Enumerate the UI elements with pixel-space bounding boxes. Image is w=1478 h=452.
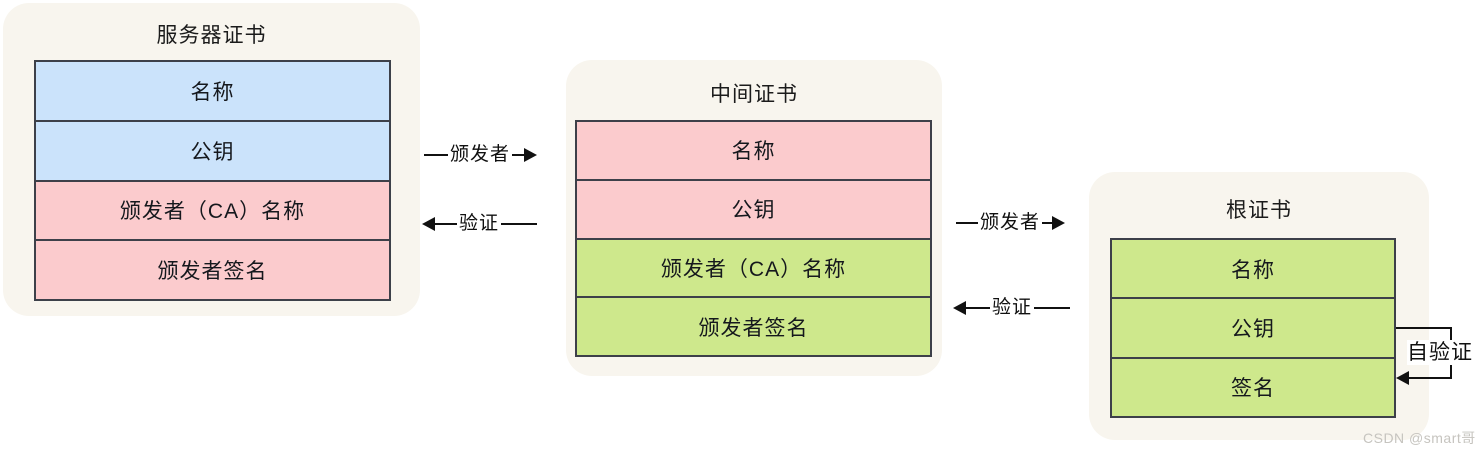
watermark: CSDN @smart哥 <box>1363 430 1476 446</box>
arrow-right-icon <box>1052 216 1066 230</box>
card-title-server-certificate: 服务器证书 <box>156 24 267 47</box>
cert-row-public-key: 公钥 <box>577 180 930 240</box>
loop-bottom-line <box>1408 377 1452 379</box>
connector-intermediate-to-server-verify: 验证 <box>422 211 538 237</box>
connector-line <box>435 223 457 225</box>
self-validation-label: 自验证 <box>1407 340 1473 365</box>
cert-row-issuer-signature: 颁发者签名 <box>577 298 930 355</box>
card-title-intermediate-certificate: 中间证书 <box>710 83 798 106</box>
cert-row-issuer-name: 颁发者（CA）名称 <box>577 239 930 299</box>
cert-row-name: 名称 <box>1112 240 1394 300</box>
card-title-root-certificate: 根证书 <box>1226 199 1292 222</box>
arrow-left-icon <box>953 301 966 315</box>
connector-server-to-intermediate-issuer: 颁发者 <box>424 142 538 168</box>
arrow-left-icon <box>422 217 435 231</box>
connector-label: 颁发者 <box>450 143 511 165</box>
loop-top-line <box>1396 327 1452 329</box>
connector-root-to-intermediate-verify: 验证 <box>953 295 1071 321</box>
connector-intermediate-to-root-issuer: 颁发者 <box>956 210 1066 236</box>
connector-label: 验证 <box>459 212 500 234</box>
cert-table-server: 名称 公钥 颁发者（CA）名称 颁发者签名 <box>34 60 391 301</box>
cert-row-issuer-signature: 颁发者签名 <box>36 241 389 299</box>
card-server-certificate: 服务器证书 名称 公钥 颁发者（CA）名称 颁发者签名 <box>3 3 420 316</box>
arrow-left-icon <box>1396 371 1409 385</box>
cert-table-root: 名称 公钥 签名 <box>1110 238 1396 418</box>
cert-row-signature: 签名 <box>1112 358 1394 416</box>
cert-row-name: 名称 <box>577 122 930 181</box>
cert-row-public-key: 公钥 <box>36 121 389 182</box>
connector-line <box>512 154 525 156</box>
arrow-right-icon <box>524 148 538 162</box>
cert-row-name: 名称 <box>36 62 389 122</box>
card-root-certificate: 根证书 名称 公钥 签名 <box>1089 172 1429 440</box>
connector-line <box>424 154 448 156</box>
connector-line <box>1042 222 1053 224</box>
connector-label: 颁发者 <box>980 211 1041 233</box>
cert-table-intermediate: 名称 公钥 颁发者（CA）名称 颁发者签名 <box>575 120 932 357</box>
connector-line <box>501 223 538 225</box>
card-intermediate-certificate: 中间证书 名称 公钥 颁发者（CA）名称 颁发者签名 <box>566 60 942 376</box>
connector-line <box>966 307 990 309</box>
connector-line <box>956 222 978 224</box>
connector-line <box>1034 307 1071 309</box>
cert-row-public-key: 公钥 <box>1112 299 1394 359</box>
cert-row-issuer-name: 颁发者（CA）名称 <box>36 181 389 242</box>
connector-label: 验证 <box>992 296 1033 318</box>
